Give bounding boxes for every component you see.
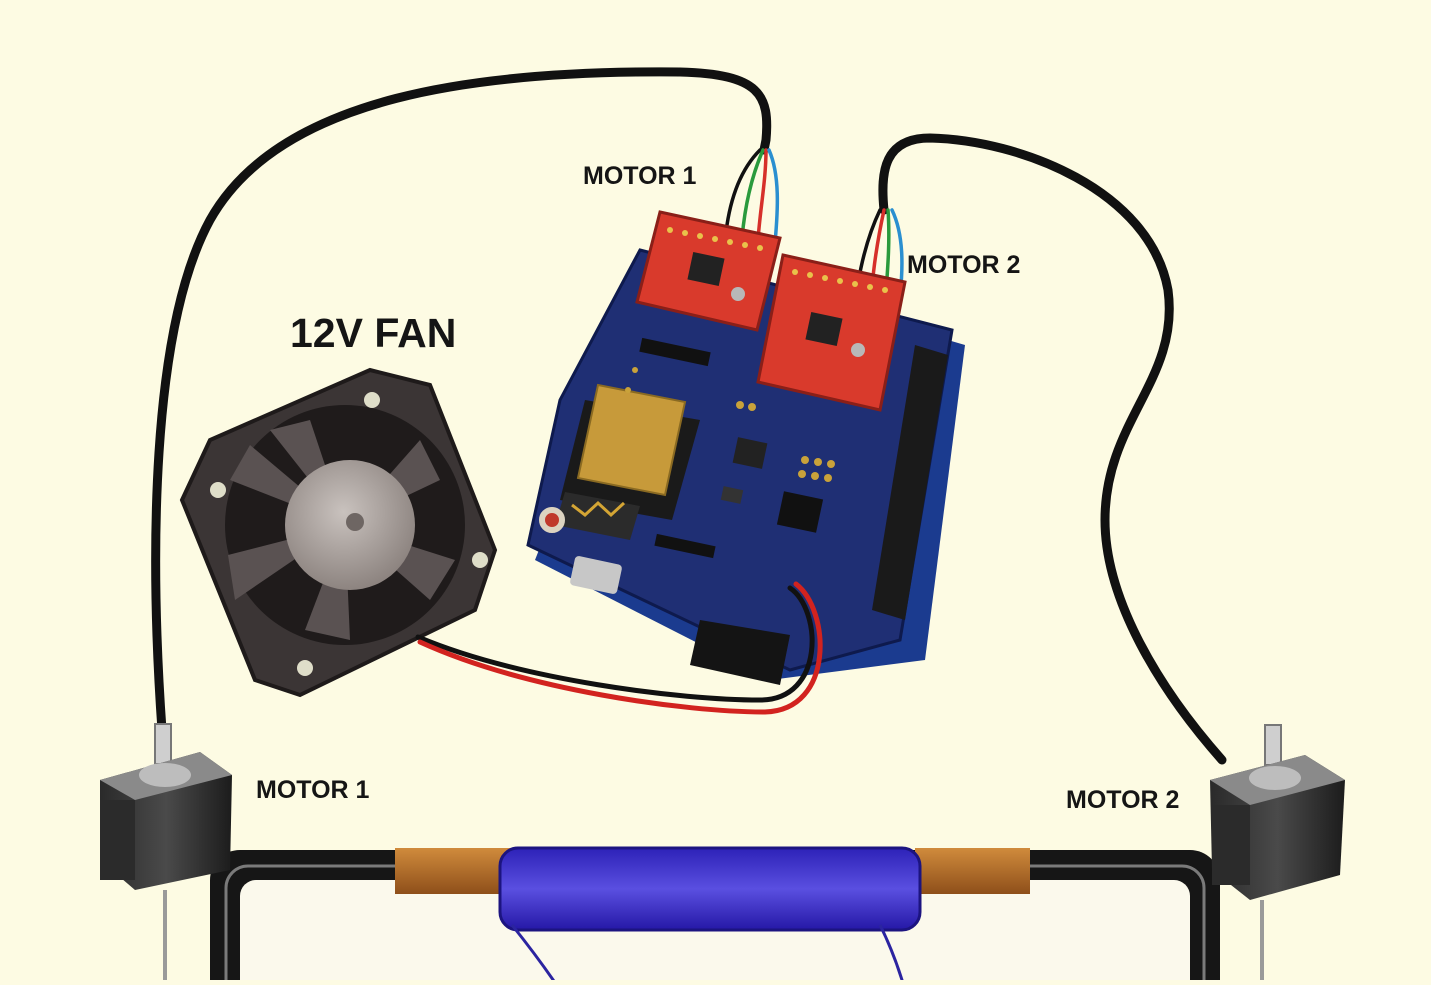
cable-motor2 bbox=[878, 133, 1227, 765]
label-fan: 12V FAN bbox=[290, 310, 457, 356]
fan-power-wires bbox=[415, 581, 823, 715]
fan-hub-center bbox=[346, 513, 364, 531]
usb-port bbox=[570, 556, 622, 594]
power-jack bbox=[690, 620, 790, 685]
label-motor1-bottom: MOTOR 1 bbox=[256, 776, 370, 804]
i2c-header bbox=[639, 337, 711, 367]
frame-wood-right bbox=[915, 848, 1030, 894]
frame-wood-left bbox=[395, 848, 515, 894]
stepper-driver-2 bbox=[756, 253, 907, 412]
motor-2 bbox=[1210, 724, 1345, 900]
reset-button bbox=[539, 507, 565, 533]
pcb-pads bbox=[625, 367, 835, 482]
servo-header bbox=[654, 533, 716, 559]
fan bbox=[179, 367, 498, 698]
regulator bbox=[732, 437, 768, 469]
marker-holder bbox=[498, 846, 922, 932]
stepper-driver-1 bbox=[635, 210, 782, 332]
cable-motor1 bbox=[151, 67, 772, 735]
label-motor2-bottom: MOTOR 2 bbox=[1066, 786, 1180, 814]
ic-chip bbox=[776, 491, 824, 533]
motor-1 bbox=[100, 723, 232, 890]
motor-cables bbox=[151, 67, 1227, 765]
header-pins bbox=[872, 345, 948, 620]
cap-1 bbox=[720, 486, 744, 504]
whiteboard bbox=[163, 846, 1264, 985]
label-motor2-top: MOTOR 2 bbox=[907, 251, 1021, 279]
label-motor1-top: MOTOR 1 bbox=[583, 162, 697, 190]
whiteboard-surface bbox=[240, 880, 1190, 985]
wifi-module bbox=[555, 383, 700, 540]
controller-board bbox=[526, 210, 965, 685]
fan-screw-holes bbox=[210, 392, 488, 676]
driver-wires-1 bbox=[724, 148, 780, 245]
